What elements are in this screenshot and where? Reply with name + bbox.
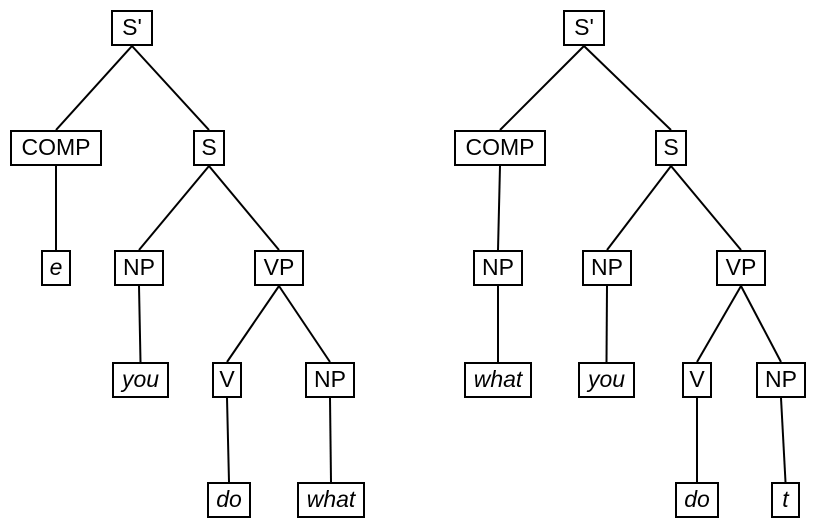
- tree-node-L-you[interactable]: you: [112, 362, 169, 398]
- node-label-L-NP2: NP: [314, 366, 346, 392]
- tree-node-R-NP1[interactable]: NP: [582, 250, 632, 286]
- node-box-R-VP: [716, 250, 766, 286]
- tree-edge-L-VP-to-L-V: [226, 285, 280, 363]
- tree-node-R-t[interactable]: t: [771, 482, 800, 518]
- node-box-L-COMP: [10, 130, 102, 166]
- tree-node-L-NP1[interactable]: NP: [114, 250, 164, 286]
- node-box-R-what: [464, 362, 532, 398]
- tree-edge-R-Sbar-to-R-S: [583, 45, 672, 131]
- tree-node-L-e[interactable]: e: [41, 250, 71, 286]
- tree-node-R-NP0[interactable]: NP: [473, 250, 523, 286]
- tree-node-R-COMP[interactable]: COMP: [454, 130, 546, 166]
- node-box-R-COMP: [454, 130, 546, 166]
- node-box-L-e: [41, 250, 71, 286]
- node-label-R-you: you: [586, 366, 625, 392]
- node-label-R-V: V: [689, 366, 705, 392]
- tree-edges-tree-surface-structure: [497, 45, 787, 483]
- node-box-L-NP1: [114, 250, 164, 286]
- tree-edge-R-S-to-R-NP1: [606, 165, 672, 251]
- node-label-L-what: what: [307, 486, 357, 512]
- node-box-L-Sbar: [111, 10, 153, 46]
- tree-node-R-Sbar[interactable]: S': [563, 10, 605, 46]
- node-box-R-NP1: [582, 250, 632, 286]
- tree-edge-R-COMP-to-R-NP0: [497, 165, 501, 251]
- tree-node-R-NP2[interactable]: NP: [756, 362, 806, 398]
- node-label-R-S: S: [663, 134, 678, 160]
- node-label-R-NP0: NP: [482, 254, 514, 280]
- node-label-L-do: do: [216, 486, 242, 512]
- tree-edge-L-Sbar-to-L-COMP: [55, 45, 133, 131]
- node-label-L-NP1: NP: [123, 254, 155, 280]
- tree-edges-tree-deep-structure: [55, 45, 332, 483]
- node-label-R-NP2: NP: [765, 366, 797, 392]
- node-label-L-COMP: COMP: [22, 134, 91, 160]
- tree-node-L-what[interactable]: what: [297, 482, 365, 518]
- node-box-L-V: [212, 362, 242, 398]
- node-label-L-you: you: [120, 366, 159, 392]
- tree-node-L-Sbar[interactable]: S': [111, 10, 153, 46]
- tree-edge-L-Sbar-to-L-S: [131, 45, 210, 131]
- node-box-L-NP2: [305, 362, 355, 398]
- tree-edge-L-VP-to-L-NP2: [278, 285, 331, 363]
- node-label-L-VP: VP: [264, 254, 295, 280]
- tree-node-R-do[interactable]: do: [675, 482, 719, 518]
- tree-node-L-COMP[interactable]: COMP: [10, 130, 102, 166]
- tree-edge-L-NP1-to-L-you: [138, 285, 142, 363]
- node-box-L-you: [112, 362, 169, 398]
- node-label-R-t: t: [782, 486, 790, 512]
- tree-nodes-tree-surface-structure: S' COMP S NP NP VP what you V NP do t: [454, 10, 806, 518]
- node-label-L-Sbar: S': [122, 14, 142, 40]
- node-box-R-NP0: [473, 250, 523, 286]
- node-label-L-V: V: [219, 366, 235, 392]
- node-label-R-NP1: NP: [591, 254, 623, 280]
- tree-node-R-you[interactable]: you: [578, 362, 635, 398]
- tree-edge-L-NP2-to-L-what: [329, 397, 332, 483]
- tree-node-L-S[interactable]: S: [193, 130, 225, 166]
- node-label-R-do: do: [684, 486, 710, 512]
- tree-node-R-V[interactable]: V: [682, 362, 712, 398]
- tree-node-L-do[interactable]: do: [207, 482, 251, 518]
- tree-edge-R-NP1-to-R-you: [605, 285, 608, 363]
- tree-edge-L-S-to-L-VP: [208, 165, 280, 251]
- tree-edge-L-S-to-L-NP1: [138, 165, 210, 251]
- node-box-R-Sbar: [563, 10, 605, 46]
- tree-node-R-S[interactable]: S: [655, 130, 687, 166]
- node-box-L-VP: [254, 250, 304, 286]
- node-box-R-S: [655, 130, 687, 166]
- node-box-R-t: [771, 482, 800, 518]
- node-label-R-Sbar: S': [574, 14, 594, 40]
- node-label-R-VP: VP: [726, 254, 757, 280]
- tree-edge-R-VP-to-R-V: [696, 285, 742, 363]
- node-label-R-what: what: [474, 366, 524, 392]
- node-box-R-do: [675, 482, 719, 518]
- tree-edge-R-NP2-to-R-t: [780, 397, 787, 483]
- node-label-L-S: S: [201, 134, 216, 160]
- tree-node-L-NP2[interactable]: NP: [305, 362, 355, 398]
- node-label-R-COMP: COMP: [466, 134, 535, 160]
- node-box-R-you: [578, 362, 635, 398]
- tree-edge-R-VP-to-R-NP2: [740, 285, 782, 363]
- node-label-L-e: e: [50, 254, 63, 280]
- tree-node-L-VP[interactable]: VP: [254, 250, 304, 286]
- tree-node-R-VP[interactable]: VP: [716, 250, 766, 286]
- node-box-L-what: [297, 482, 365, 518]
- node-box-L-S: [193, 130, 225, 166]
- node-box-L-do: [207, 482, 251, 518]
- tree-edge-R-Sbar-to-R-COMP: [499, 45, 585, 131]
- tree-edge-R-S-to-R-VP: [670, 165, 742, 251]
- tree-edge-L-V-to-L-do: [226, 397, 230, 483]
- edges-layer: [55, 45, 787, 483]
- tree-node-L-V[interactable]: V: [212, 362, 242, 398]
- tree-node-R-what[interactable]: what: [464, 362, 532, 398]
- node-box-R-NP2: [756, 362, 806, 398]
- node-box-R-V: [682, 362, 712, 398]
